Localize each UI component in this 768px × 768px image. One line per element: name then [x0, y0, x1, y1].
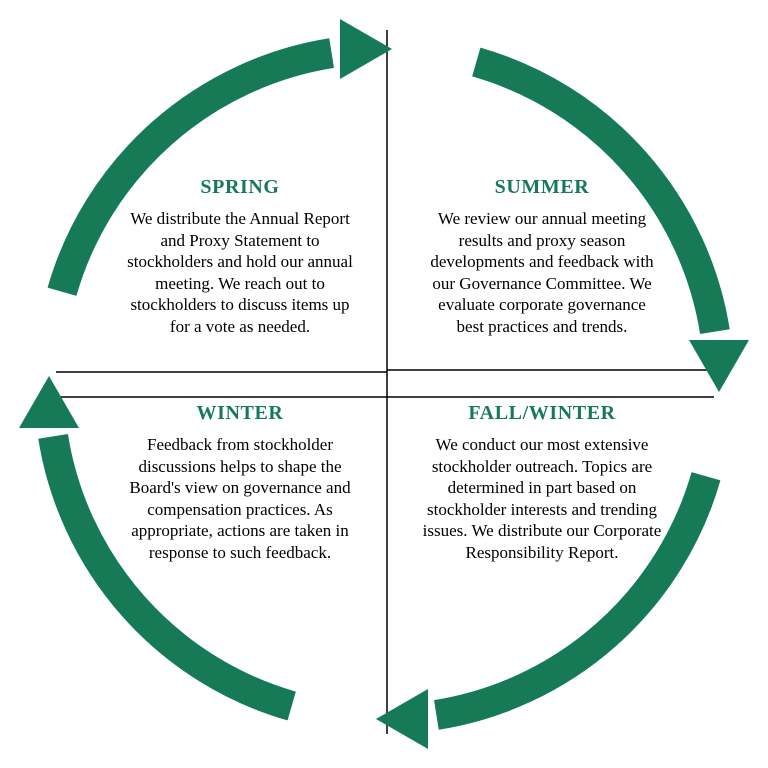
arrow-head-left-icon — [19, 376, 79, 428]
cycle-arrows — [19, 19, 749, 749]
cycle-arc-winter-to-spring — [47, 38, 334, 296]
cycle-arc-fallwinter-to-winter — [38, 434, 296, 721]
fall-winter-body: We conduct our most extensive stockholde… — [422, 435, 662, 562]
arrow-head-top-icon — [340, 19, 392, 79]
summer-body: We review our annual meeting results and… — [430, 209, 654, 336]
quadrant-winter: WINTER Feedback from stockholder discuss… — [106, 402, 374, 563]
quadrant-fall-winter: FALL/WINTER We conduct our most extensiv… — [406, 402, 678, 563]
fall-winter-title: FALL/WINTER — [468, 402, 616, 424]
quadrant-divider-lines — [56, 30, 714, 734]
winter-body: Feedback from stockholder discussions he… — [129, 435, 351, 562]
arrow-head-right-icon — [689, 340, 749, 392]
arrow-head-bottom-icon — [376, 689, 428, 749]
spring-body: We distribute the Annual Report and Prox… — [127, 209, 353, 336]
summer-title: SUMMER — [494, 176, 590, 198]
quadrant-summer: SUMMER We review our annual meeting resu… — [406, 176, 678, 337]
quadrant-spring: SPRING We distribute the Annual Report a… — [106, 176, 374, 337]
spring-title: SPRING — [200, 176, 280, 198]
cycle-arc-spring-to-summer — [472, 47, 730, 334]
cycle-arc-summer-to-fallwinter — [434, 472, 721, 730]
winter-title: WINTER — [196, 402, 284, 424]
